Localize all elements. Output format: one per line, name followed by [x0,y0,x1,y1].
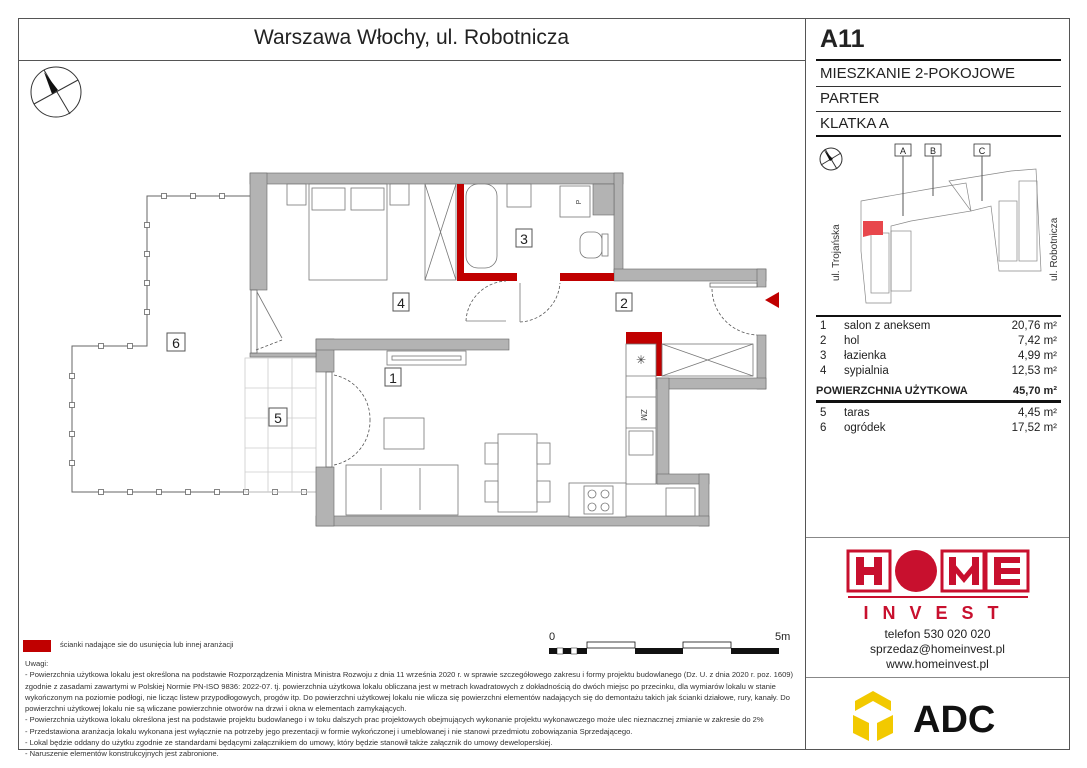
fence-post [161,193,167,199]
staircase-c: C [979,146,986,156]
room-label-1: 1 [389,370,397,386]
fence-post [69,373,75,379]
note-line: - Lokal będzie oddany do użytku zgodnie … [25,738,553,748]
dining-table [497,433,538,513]
fence-post [98,489,104,495]
removable-walls [457,184,662,376]
kitchen-counter [625,343,657,485]
adc-logo: ADC [853,691,995,741]
fence-post [144,251,150,257]
fence-post [98,343,104,349]
fence-post [69,431,75,437]
note-line: - Powierzchnia użytkowa lokalu określona… [25,715,764,725]
coffee-table [383,417,425,450]
washer-label: P [576,199,583,204]
staircase-b: B [930,146,936,156]
fence-post [127,343,133,349]
windows [250,282,758,468]
fence-post [69,402,75,408]
toilet [579,231,603,259]
site-keymap: A B C ul. Trojańska ul. Robotnicza [819,143,1060,304]
home-invest-logo: INVEST [846,549,1030,623]
hob [583,485,614,515]
fence-post [144,222,150,228]
fence-post [214,489,220,495]
apartment-code: A11 [820,25,865,53]
sofa [345,464,459,516]
doors [255,280,758,466]
bathtub [465,183,498,269]
fridge-icon: ✳ [636,353,646,367]
note-line: - Przedstawiona aranżacja lokalu wykonan… [25,726,633,736]
north-compass-icon [30,66,82,118]
note-line: - Naruszenie elementów konstrukcyjnych j… [25,749,219,759]
note-line: - Powierzchnia użytkowa lokalu jest okre… [25,670,794,714]
washer [559,185,591,218]
room-label-4: 4 [397,295,405,311]
room-labels: 1 2 3 4 5 6 [166,228,633,427]
apartment-type: MIESZKANIE 2-POKOJOWE [816,63,1061,87]
room-label-5: 5 [274,410,282,426]
fence-post [219,193,225,199]
kitchen-sink [628,430,654,456]
nightstand [389,183,410,206]
fence-post [69,460,75,466]
info-panel: A11 MIESZKANIE 2-POKOJOWE PARTER KLATKA … [805,18,1070,750]
fence-post [185,489,191,495]
apartment-floor: PARTER [816,87,1061,112]
website-link[interactable]: www.homeinvest.pl [886,657,989,671]
nightstand [286,183,307,206]
phone: telefon 530 020 020 [884,627,991,641]
staircase-a: A [900,146,906,156]
fence-post [127,489,133,495]
furniture [286,183,754,518]
terrace-tiles [244,357,317,493]
room-label-2: 2 [620,295,628,311]
scale-start: 0 [549,631,556,643]
scale-bar [549,641,779,655]
notes-title: Uwagi: [25,659,49,668]
apartment-staircase: KLATKA A [816,112,1061,137]
fence-post [190,193,196,199]
fence-post [144,280,150,286]
svg-text:INVEST: INVEST [863,603,1012,623]
entrance-arrow-icon [765,292,779,308]
removable-wall-swatch [23,640,51,652]
email-link[interactable]: sprzedaz@homeinvest.pl [870,642,1005,656]
fence-post [156,489,162,495]
fence-post [144,309,150,315]
street-left: ul. Trojańska [831,224,842,281]
apartment-highlight [863,221,883,237]
page-title: Warszawa Włochy, ul. Robotnicza [18,18,805,61]
room-label-3: 3 [520,231,528,247]
room-label-6: 6 [172,335,180,351]
street-right: ul. Robotnicza [1049,217,1060,281]
notes: Uwagi: - Powierzchnia użytkowa lokalu je… [25,658,805,760]
legend-text: ścianki nadające sie do usunięcia lub in… [60,640,234,649]
svg-text:ADC: ADC [913,699,995,741]
floor-plan: ✳ ZM P 1 2 3 4 5 6 [69,172,779,527]
walls [249,172,767,527]
sink [506,183,532,208]
dishwasher-label: ZM [639,409,648,421]
scale-end: 5m [775,631,791,643]
